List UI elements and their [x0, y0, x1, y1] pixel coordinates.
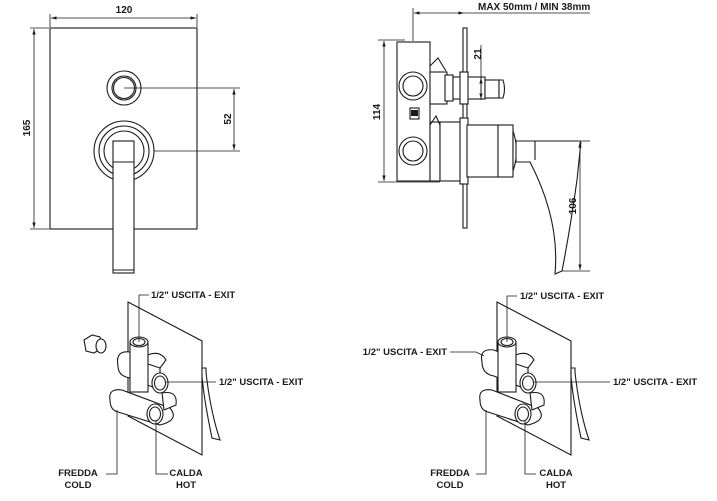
front-view: 120 165 52 [22, 5, 240, 274]
iso-view-right: 1/2" USCITA - EXIT 1/2" USCITA - EXIT 1/… [363, 291, 698, 491]
iso-right-exit-right-label: 1/2" USCITA - EXIT [613, 377, 697, 388]
dim-depth: MAX 50mm / MIN 38mm [412, 2, 590, 41]
iso-nut [83, 334, 107, 354]
diverter-spindle [452, 71, 506, 105]
spacing-dimension: 52 [223, 113, 234, 125]
dim-body-height: 114 [372, 39, 440, 183]
iso-left-hot-label: CALDA [169, 468, 202, 479]
lever-handle [112, 140, 135, 274]
width-dimension: 120 [116, 5, 133, 16]
iso-left-cold-label-en: COLD [65, 480, 92, 491]
side-lever [515, 140, 582, 275]
iso-right-cold-label: FREDDA [430, 468, 470, 479]
lever-dimension: 106 [568, 197, 579, 214]
iso-left-exit-right-label: 1/2" USCITA - EXIT [219, 377, 303, 388]
dim-spacing: 52 [124, 87, 240, 152]
iso-left-hot-label-en: HOT [176, 480, 196, 491]
dim-height: 165 [22, 27, 49, 230]
iso-right-hot-label: CALDA [539, 468, 572, 479]
iso-plate-right [496, 301, 572, 456]
iso-right-exit-top-label: 1/2" USCITA - EXIT [520, 291, 604, 302]
height-dimension: 165 [22, 119, 33, 136]
dim-spindle: 21 [473, 45, 484, 100]
spindle-dimension: 21 [473, 48, 484, 60]
dim-lever: 106 [562, 140, 590, 272]
dim-width: 120 [49, 5, 198, 27]
cartridge [439, 117, 521, 185]
iso-right-cold-label-en: COLD [437, 480, 464, 491]
iso-view-left: 1/2" USCITA - EXIT 1/2" USCITA - EXIT FR… [58, 290, 303, 491]
iso-body-right [479, 336, 545, 426]
iso-body [109, 336, 177, 426]
depth-dimension: MAX 50mm / MIN 38mm [478, 2, 590, 13]
iso-left-cold-label: FREDDA [58, 468, 98, 479]
iso-right-exit-left-label: 1/2" USCITA - EXIT [363, 347, 447, 358]
body-height-dimension: 114 [372, 103, 383, 120]
iso-left-exit-top-label: 1/2" USCITA - EXIT [151, 290, 235, 301]
valve-body [396, 41, 454, 182]
side-view: MAX 50mm / MIN 38mm 114 21 106 [372, 2, 590, 275]
iso-right-hot-label-en: HOT [546, 480, 566, 491]
